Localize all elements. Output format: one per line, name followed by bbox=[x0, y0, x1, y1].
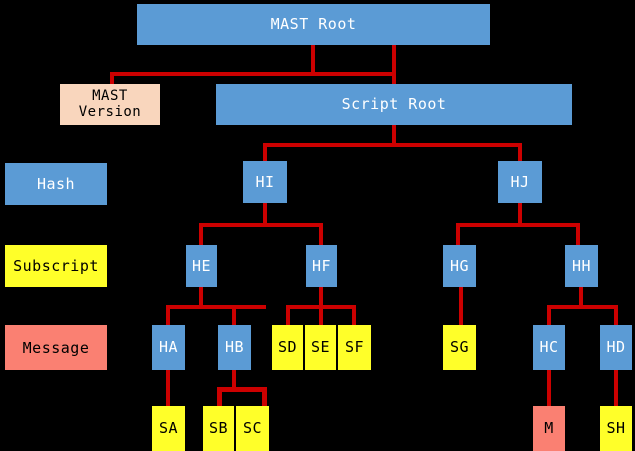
edge-hj-stem bbox=[518, 203, 522, 225]
edge-hj-bar bbox=[456, 223, 580, 227]
edge-to-ha bbox=[166, 305, 170, 327]
node-label-sa: SA bbox=[158, 419, 179, 438]
node-mast-version[interactable]: MAST Version bbox=[60, 84, 160, 125]
node-label-sf: SF bbox=[344, 338, 365, 357]
node-sh[interactable]: SH bbox=[600, 406, 632, 451]
node-ha[interactable]: HA bbox=[152, 325, 185, 370]
edge-to-hb bbox=[232, 305, 236, 327]
node-label-m: M bbox=[544, 419, 554, 438]
edge-to-sb bbox=[217, 387, 222, 409]
edge-hi-stem bbox=[263, 203, 267, 225]
node-hh[interactable]: HH bbox=[565, 245, 598, 287]
node-label-ha: HA bbox=[158, 338, 179, 357]
edge-he-bar bbox=[166, 305, 266, 309]
edge-he-stem bbox=[199, 287, 203, 307]
node-label-script-root: Script Root bbox=[341, 95, 447, 114]
legend-label-hash: Hash bbox=[36, 175, 76, 193]
edge-to-sh bbox=[614, 369, 618, 409]
edge-to-sd bbox=[286, 305, 290, 327]
legend-item-subscript: Subscript bbox=[5, 245, 107, 287]
edge-mast-root-stem bbox=[311, 44, 315, 74]
node-sf[interactable]: SF bbox=[338, 325, 371, 370]
node-hd[interactable]: HD bbox=[600, 325, 632, 370]
legend-label-subscript: Subscript bbox=[13, 257, 99, 275]
edge-to-hj bbox=[518, 143, 522, 163]
edge-to-hc bbox=[547, 305, 551, 327]
node-he[interactable]: HE bbox=[186, 245, 217, 287]
node-label-sc: SC bbox=[242, 419, 263, 438]
edge-mast-root-bar-right bbox=[311, 72, 396, 76]
node-label-mast-version: MAST Version bbox=[78, 87, 142, 120]
edge-to-he bbox=[199, 223, 203, 247]
node-label-se: SE bbox=[310, 338, 331, 357]
edge-to-hh bbox=[576, 223, 580, 247]
edge-to-sa bbox=[166, 369, 170, 409]
edge-to-m bbox=[547, 369, 551, 409]
node-hb[interactable]: HB bbox=[218, 325, 251, 370]
edge-to-mast-version bbox=[110, 72, 114, 84]
edge-hb-bar bbox=[217, 387, 267, 392]
edge-hf-bar bbox=[286, 305, 353, 309]
edge-to-sg bbox=[459, 287, 463, 327]
node-label-sg: SG bbox=[449, 338, 470, 357]
node-label-sd: SD bbox=[277, 338, 298, 357]
node-sb[interactable]: SB bbox=[203, 406, 235, 451]
legend-label-message: Message bbox=[22, 338, 90, 357]
edge-to-sf bbox=[352, 305, 356, 327]
legend-item-hash: Hash bbox=[5, 163, 107, 205]
node-label-hb: HB bbox=[224, 338, 245, 357]
node-mast-root[interactable]: MAST Root bbox=[137, 4, 490, 45]
node-label-hg: HG bbox=[449, 256, 470, 275]
legend-item-message: Message bbox=[5, 325, 107, 370]
node-se[interactable]: SE bbox=[305, 325, 337, 370]
node-hj[interactable]: HJ bbox=[498, 161, 542, 203]
node-hc[interactable]: HC bbox=[533, 325, 565, 370]
node-label-hj: HJ bbox=[510, 172, 530, 191]
edge-hh-bar bbox=[547, 305, 614, 309]
node-label-hh: HH bbox=[571, 256, 592, 275]
edge-script-root-bar bbox=[263, 143, 522, 147]
node-sc[interactable]: SC bbox=[236, 406, 269, 451]
edge-mast-root-bar bbox=[110, 72, 315, 76]
node-m[interactable]: M bbox=[533, 406, 565, 451]
node-hg[interactable]: HG bbox=[443, 245, 476, 287]
node-label-hi: HI bbox=[255, 172, 275, 191]
edge-hi-bar bbox=[199, 223, 323, 227]
node-label-hc: HC bbox=[539, 338, 559, 357]
edge-to-hg bbox=[456, 223, 460, 247]
node-label-mast-root: MAST Root bbox=[270, 15, 357, 34]
edge-script-root-stem bbox=[392, 125, 396, 147]
node-sa[interactable]: SA bbox=[152, 406, 185, 451]
edge-to-hf bbox=[319, 223, 323, 247]
node-label-sh: SH bbox=[606, 419, 626, 438]
edge-to-script-root bbox=[392, 44, 396, 86]
edge-to-sc bbox=[262, 387, 267, 409]
edge-to-hi bbox=[263, 143, 267, 163]
node-label-sb: SB bbox=[208, 419, 229, 438]
edge-to-hd bbox=[614, 305, 618, 327]
node-label-hd: HD bbox=[606, 338, 626, 357]
node-script-root[interactable]: Script Root bbox=[216, 84, 572, 125]
node-label-he: HE bbox=[191, 256, 212, 275]
node-sd[interactable]: SD bbox=[272, 325, 304, 370]
node-hi[interactable]: HI bbox=[243, 161, 287, 203]
edge-hh-stem bbox=[579, 287, 583, 307]
edge-hb-stem bbox=[232, 369, 236, 389]
node-hf[interactable]: HF bbox=[306, 245, 337, 287]
node-sg[interactable]: SG bbox=[443, 325, 476, 370]
node-label-hf: HF bbox=[311, 256, 332, 275]
